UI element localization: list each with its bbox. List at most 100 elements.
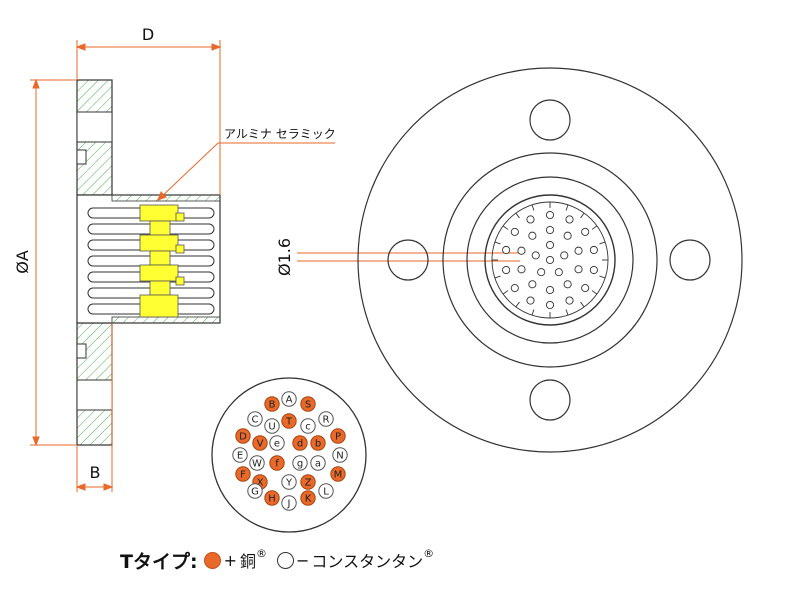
- pin-e: e: [269, 435, 285, 451]
- pin-label: K: [305, 494, 312, 505]
- pin-label: W: [252, 459, 262, 470]
- front-pin: [574, 265, 583, 274]
- pin-d: d: [292, 435, 308, 451]
- dim-B-label: B: [90, 463, 101, 482]
- pin-f: f: [269, 455, 285, 471]
- front-pin: [528, 231, 537, 240]
- pin-label: A: [286, 395, 293, 406]
- front-pin: [545, 240, 555, 250]
- pin-label: g: [297, 459, 303, 470]
- insert-rib: [599, 275, 606, 279]
- side-view: D B ØA Ø1.6 アルミナ セラミック: [13, 25, 520, 492]
- pin-b: b: [310, 435, 326, 451]
- bolt-hole-upper: [76, 111, 113, 143]
- pin-S: S: [300, 396, 316, 412]
- insert-rib: [515, 301, 520, 308]
- pin-label: d: [297, 439, 303, 450]
- tube-wall-top: [111, 194, 221, 202]
- front-pin: [510, 227, 519, 236]
- front-pin: [526, 215, 535, 224]
- pin-a: a: [310, 455, 326, 471]
- front-pin: [565, 296, 574, 305]
- front-pin: [531, 251, 540, 260]
- constantan-label: コンスタンタン: [311, 552, 424, 571]
- front-pin: [545, 285, 555, 295]
- tube-wall-bottom: [111, 316, 221, 324]
- pin-W: W: [249, 455, 265, 471]
- groove-lower: [76, 343, 87, 359]
- pin-D: D: [235, 428, 251, 444]
- pin-Z: Z: [300, 474, 316, 490]
- pin-label: Z: [305, 478, 312, 489]
- insert-rib: [502, 225, 509, 230]
- front-pin: [581, 284, 590, 293]
- pin-label: N: [336, 451, 343, 462]
- pin-P: P: [330, 428, 346, 444]
- pin-R: R: [318, 411, 334, 427]
- flange-inner-ring: [442, 152, 658, 368]
- pin-g: g: [292, 455, 308, 471]
- ceramic-insulator: [139, 204, 185, 318]
- front-pin-array: [492, 202, 608, 318]
- pin-label: L: [323, 487, 329, 498]
- pin-A: A: [281, 391, 297, 407]
- insert-rib: [599, 241, 606, 245]
- insert-rib: [531, 204, 535, 211]
- insert-rib: [502, 290, 509, 295]
- pin-type-legend: Tタイプ: + 銅 ® − コンスタンタン ®: [120, 545, 434, 575]
- front-pin: [545, 255, 555, 265]
- pin-B: B: [264, 396, 280, 412]
- front-pin: [589, 265, 598, 275]
- front-pin: [526, 296, 535, 305]
- copper-label: 銅: [239, 552, 256, 571]
- pin-label: B: [269, 400, 276, 411]
- minus-label: −: [295, 550, 310, 570]
- bolt-hole-bottom: [529, 379, 571, 421]
- pin-label: U: [268, 422, 275, 433]
- pin-label: C: [252, 415, 259, 426]
- pin-label: a: [315, 459, 321, 470]
- pin-label: H: [268, 494, 276, 505]
- front-pin: [554, 268, 563, 277]
- front-pin: [589, 245, 598, 255]
- pin-label: X: [257, 478, 264, 489]
- insert-rib: [591, 290, 598, 295]
- pin-Y: Y: [281, 474, 297, 490]
- pin-label: T: [285, 417, 293, 428]
- insert-rib: [565, 309, 569, 316]
- pin-label: f: [275, 459, 279, 470]
- pin-T: T: [281, 413, 297, 429]
- front-pin: [528, 280, 537, 289]
- bolt-hole-right: [669, 239, 711, 281]
- pin-label: Y: [285, 478, 293, 489]
- pin-label: P: [335, 432, 341, 443]
- front-pin: [563, 231, 572, 240]
- front-pin: [581, 227, 590, 236]
- insert-rib: [580, 301, 585, 308]
- pin-label: V: [257, 439, 264, 450]
- dim-pin-dia-label: Ø1.6: [275, 238, 294, 276]
- front-pin: [517, 265, 526, 274]
- connector-face: [484, 194, 616, 326]
- front-pin: [510, 284, 519, 293]
- front-pin: [545, 225, 555, 235]
- insert-rib: [580, 212, 585, 219]
- dim-D-label: D: [142, 25, 154, 44]
- front-pin: [560, 251, 569, 260]
- pin-K: K: [300, 490, 316, 506]
- pin-label: J: [287, 499, 291, 510]
- pin-G: G: [247, 483, 263, 499]
- pin-N: N: [332, 447, 348, 463]
- insert-rib: [494, 241, 501, 245]
- type-label: Tタイプ:: [120, 550, 198, 573]
- pin-label: G: [251, 487, 259, 498]
- copper-registered-mark: ®: [255, 546, 267, 560]
- dim-A-label: ØA: [13, 250, 32, 274]
- pin-J: J: [281, 495, 297, 511]
- bolt-hole-left: [387, 239, 429, 281]
- front-pin: [574, 246, 583, 255]
- pin-label: E: [237, 451, 243, 462]
- pin-F: F: [235, 466, 251, 482]
